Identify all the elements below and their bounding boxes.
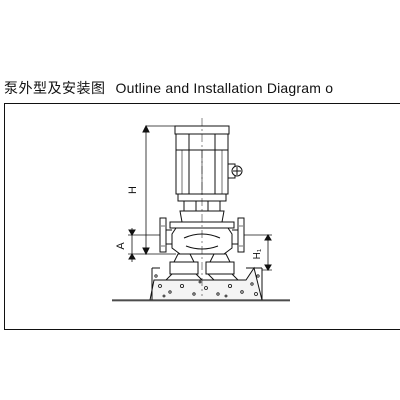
label-h1: H₁	[252, 248, 263, 259]
dimension-a	[128, 228, 160, 262]
dimension-h	[136, 124, 176, 256]
label-a: A	[115, 242, 127, 250]
junction-box	[227, 163, 243, 179]
dimension-h1	[244, 234, 272, 271]
pump-legs	[165, 253, 239, 281]
title-english: Outline and Installation Diagram o	[115, 80, 334, 96]
diagram-frame	[4, 103, 400, 330]
diagram-title: 泵外型及安装图 Outline and Installation Diagram …	[4, 77, 400, 99]
label-h: H	[127, 186, 139, 194]
ground-line	[112, 299, 290, 302]
title-chinese: 泵外型及安装图	[4, 81, 106, 97]
